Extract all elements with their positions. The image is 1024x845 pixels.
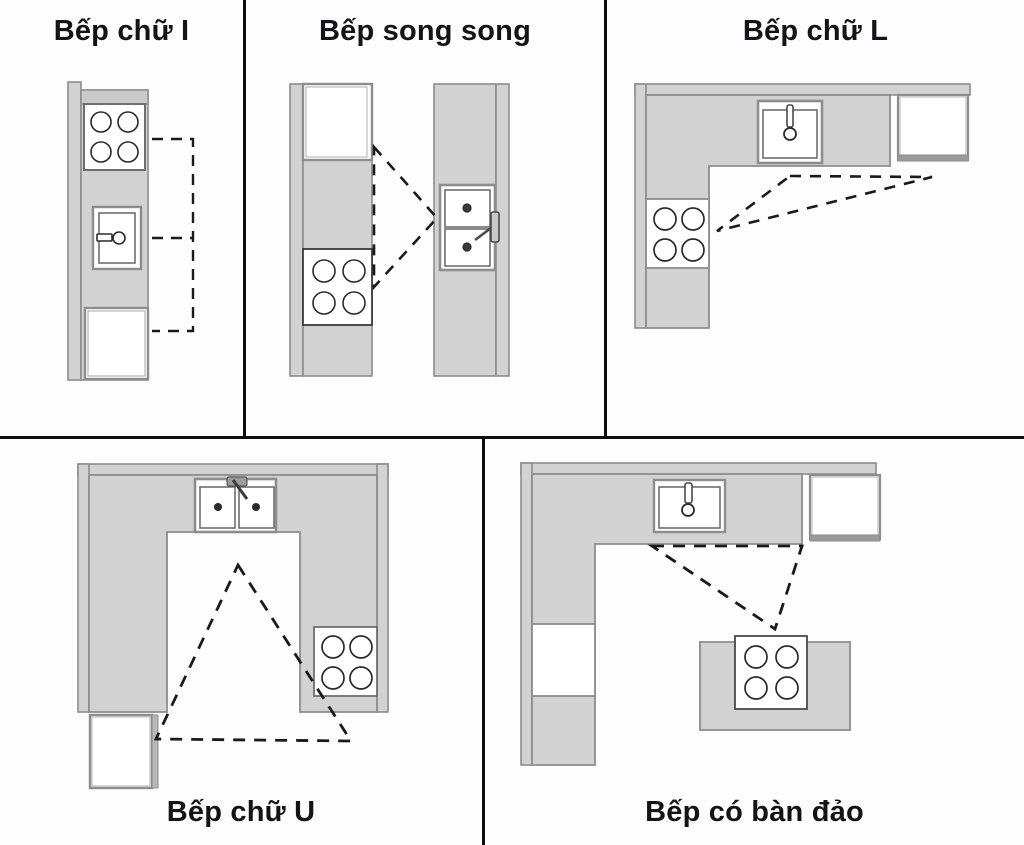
refrigerator-side (151, 714, 159, 789)
burner (321, 666, 345, 690)
cooktop (734, 635, 808, 710)
faucet-spout-icon (231, 479, 249, 500)
panel-bep-chu-i: Bếp chữ I (0, 0, 243, 436)
work-triangle (716, 174, 933, 233)
burner (681, 238, 705, 262)
sink-drain-icon (252, 503, 260, 511)
burner (117, 141, 139, 163)
work-triangle (152, 137, 195, 333)
sink-drain-icon (462, 242, 472, 252)
faucet-icon (96, 233, 113, 242)
panel-title-bep-co-ban-dao: Bếp có bàn đảo (645, 796, 864, 828)
cooktop (302, 248, 373, 326)
faucet-icon (786, 104, 794, 128)
panel-title-bep-song-song: Bếp song song (318, 15, 532, 47)
sink-drain-icon (462, 203, 472, 213)
u-counter-run (88, 474, 378, 713)
cooktop (83, 103, 146, 171)
burner (653, 207, 677, 231)
refrigerator-door (305, 86, 368, 158)
panel-divider-vertical-1 (243, 0, 246, 437)
panel-title-bep-chu-u: Bếp chữ U (166, 796, 316, 828)
refrigerator-door (899, 96, 967, 156)
panel-bep-chu-u: Bếp chữ U (0, 439, 482, 845)
burner (653, 238, 677, 262)
right-wall (376, 463, 389, 713)
refrigerator-door (91, 716, 151, 787)
refrigerator-base (897, 154, 969, 162)
burner (117, 111, 139, 133)
burner (90, 111, 112, 133)
burner (681, 207, 705, 231)
panel-bep-co-ban-dao: Bếp có bàn đảo (485, 439, 1024, 845)
burner (349, 635, 373, 659)
diagram-bep-chu-i (0, 0, 243, 436)
burner (744, 676, 768, 700)
diagram-bep-chu-u (0, 439, 482, 845)
left-wall (289, 83, 304, 377)
refrigerator-door (811, 476, 879, 536)
counter-top-trim (80, 89, 149, 105)
sink-drain-icon (112, 231, 126, 245)
left-wall (520, 462, 533, 766)
top-wall (520, 462, 877, 475)
diagram-bep-song-song (246, 0, 604, 436)
work-triangle (372, 143, 439, 291)
burner (90, 141, 112, 163)
diagram-bep-chu-l (607, 0, 1024, 436)
refrigerator-door (87, 310, 146, 377)
sink-drain-icon (783, 127, 797, 141)
panel-divider-vertical-3 (482, 439, 485, 845)
burner (321, 635, 345, 659)
sink-drain-icon (681, 503, 695, 517)
faucet-spout-icon (474, 226, 492, 242)
top-wall (77, 463, 389, 476)
sink-drain-icon (214, 503, 222, 511)
refrigerator-base (809, 534, 881, 542)
burner (342, 291, 366, 315)
panel-divider-horizontal (0, 436, 1024, 439)
tall-cabinet (531, 623, 596, 697)
burner (349, 666, 373, 690)
panel-title-bep-chu-l: Bếp chữ L (742, 15, 889, 47)
wall (67, 81, 82, 381)
panel-title-bep-chu-i: Bếp chữ I (53, 15, 190, 47)
work-triangle (647, 544, 804, 632)
burner (312, 259, 336, 283)
faucet-icon (490, 211, 500, 243)
top-wall (634, 83, 971, 96)
l-counter-run (645, 94, 891, 329)
burner (342, 259, 366, 283)
diagram-bep-co-ban-dao (485, 439, 1024, 845)
left-wall (77, 463, 90, 713)
burner (312, 291, 336, 315)
burner (744, 645, 768, 669)
faucet-icon (684, 482, 693, 504)
panel-divider-vertical-2 (604, 0, 607, 437)
panel-bep-chu-l: Bếp chữ L (607, 0, 1024, 436)
burner (775, 676, 799, 700)
panel-bep-song-song: Bếp song song (246, 0, 604, 436)
burner (775, 645, 799, 669)
left-wall (634, 83, 647, 329)
